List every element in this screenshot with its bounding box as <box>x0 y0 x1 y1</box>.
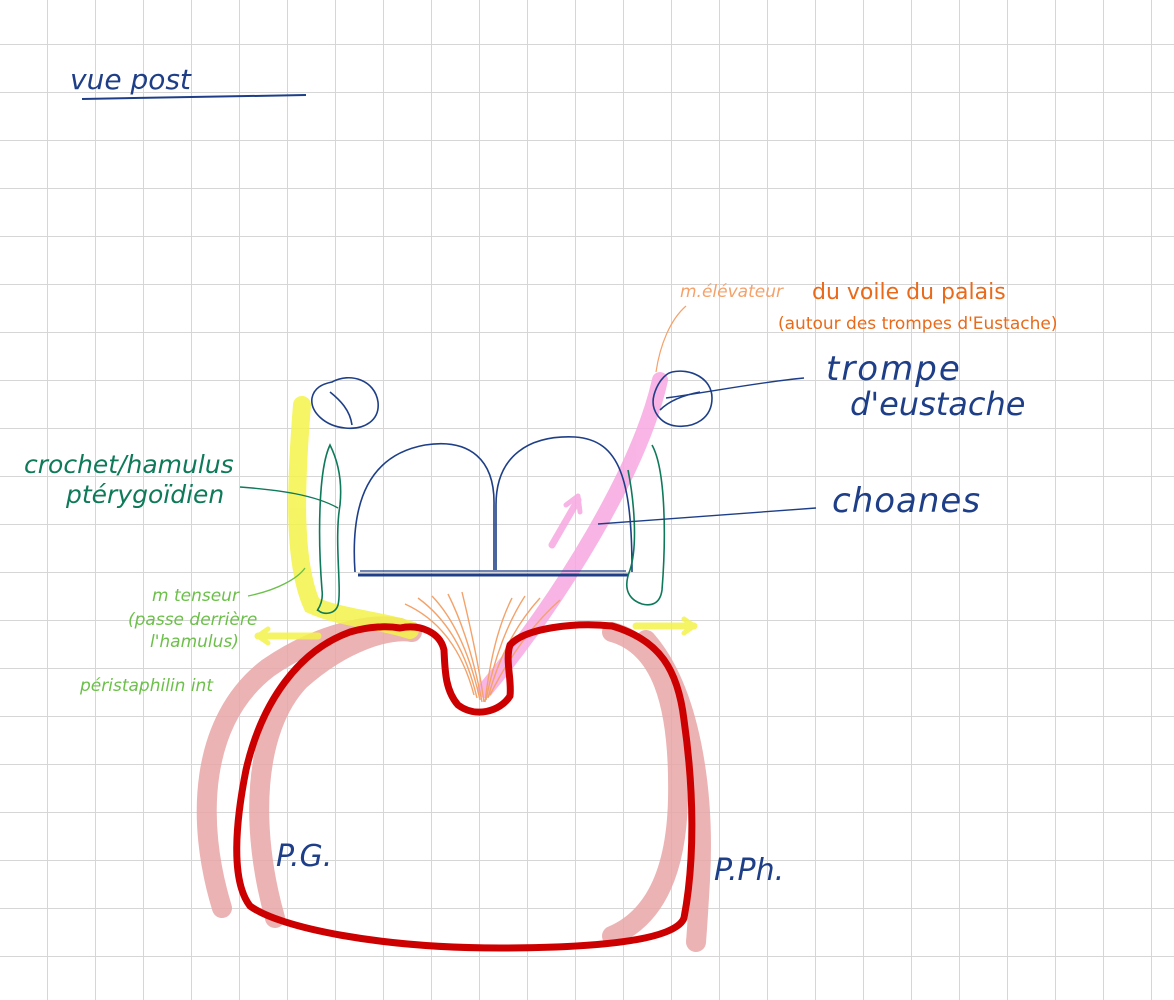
label-pg: P.G. <box>276 839 333 874</box>
label-tensor-line3: l'hamulus) <box>150 632 239 652</box>
choanes-drawing <box>353 436 633 577</box>
label-eustachian-tube-line2: d'eustache <box>850 385 1026 423</box>
label-hamulus-line1: crochet/hamulus <box>24 450 234 479</box>
pterygoid-hamuli <box>316 443 666 615</box>
pp-muscle-strokes <box>196 616 711 952</box>
label-levator-note: (autour des trompes d'Eustache) <box>778 314 1058 334</box>
label-levator-muscle: m.élévateur <box>680 282 783 302</box>
page-title: vue post <box>70 63 191 96</box>
label-eustachian-tube-line1: trompe <box>826 349 962 389</box>
label-choanes: choanes <box>832 481 982 521</box>
label-levator-soft-palate: du voile du palais <box>812 280 1006 305</box>
palate-outline <box>233 621 696 952</box>
tensor-highlight <box>254 396 698 646</box>
label-pph: P.Ph. <box>714 853 785 888</box>
label-tensor-line1: m tenseur <box>152 586 239 606</box>
eustachian-tubes <box>311 370 713 429</box>
leader-lines <box>239 305 817 597</box>
label-tensor-line2: (passe derrière <box>128 610 258 630</box>
label-hamulus-line2: ptérygoïdien <box>66 480 225 509</box>
label-peristaphilin: péristaphilin int <box>80 676 213 696</box>
uvula-fibers <box>404 591 561 703</box>
